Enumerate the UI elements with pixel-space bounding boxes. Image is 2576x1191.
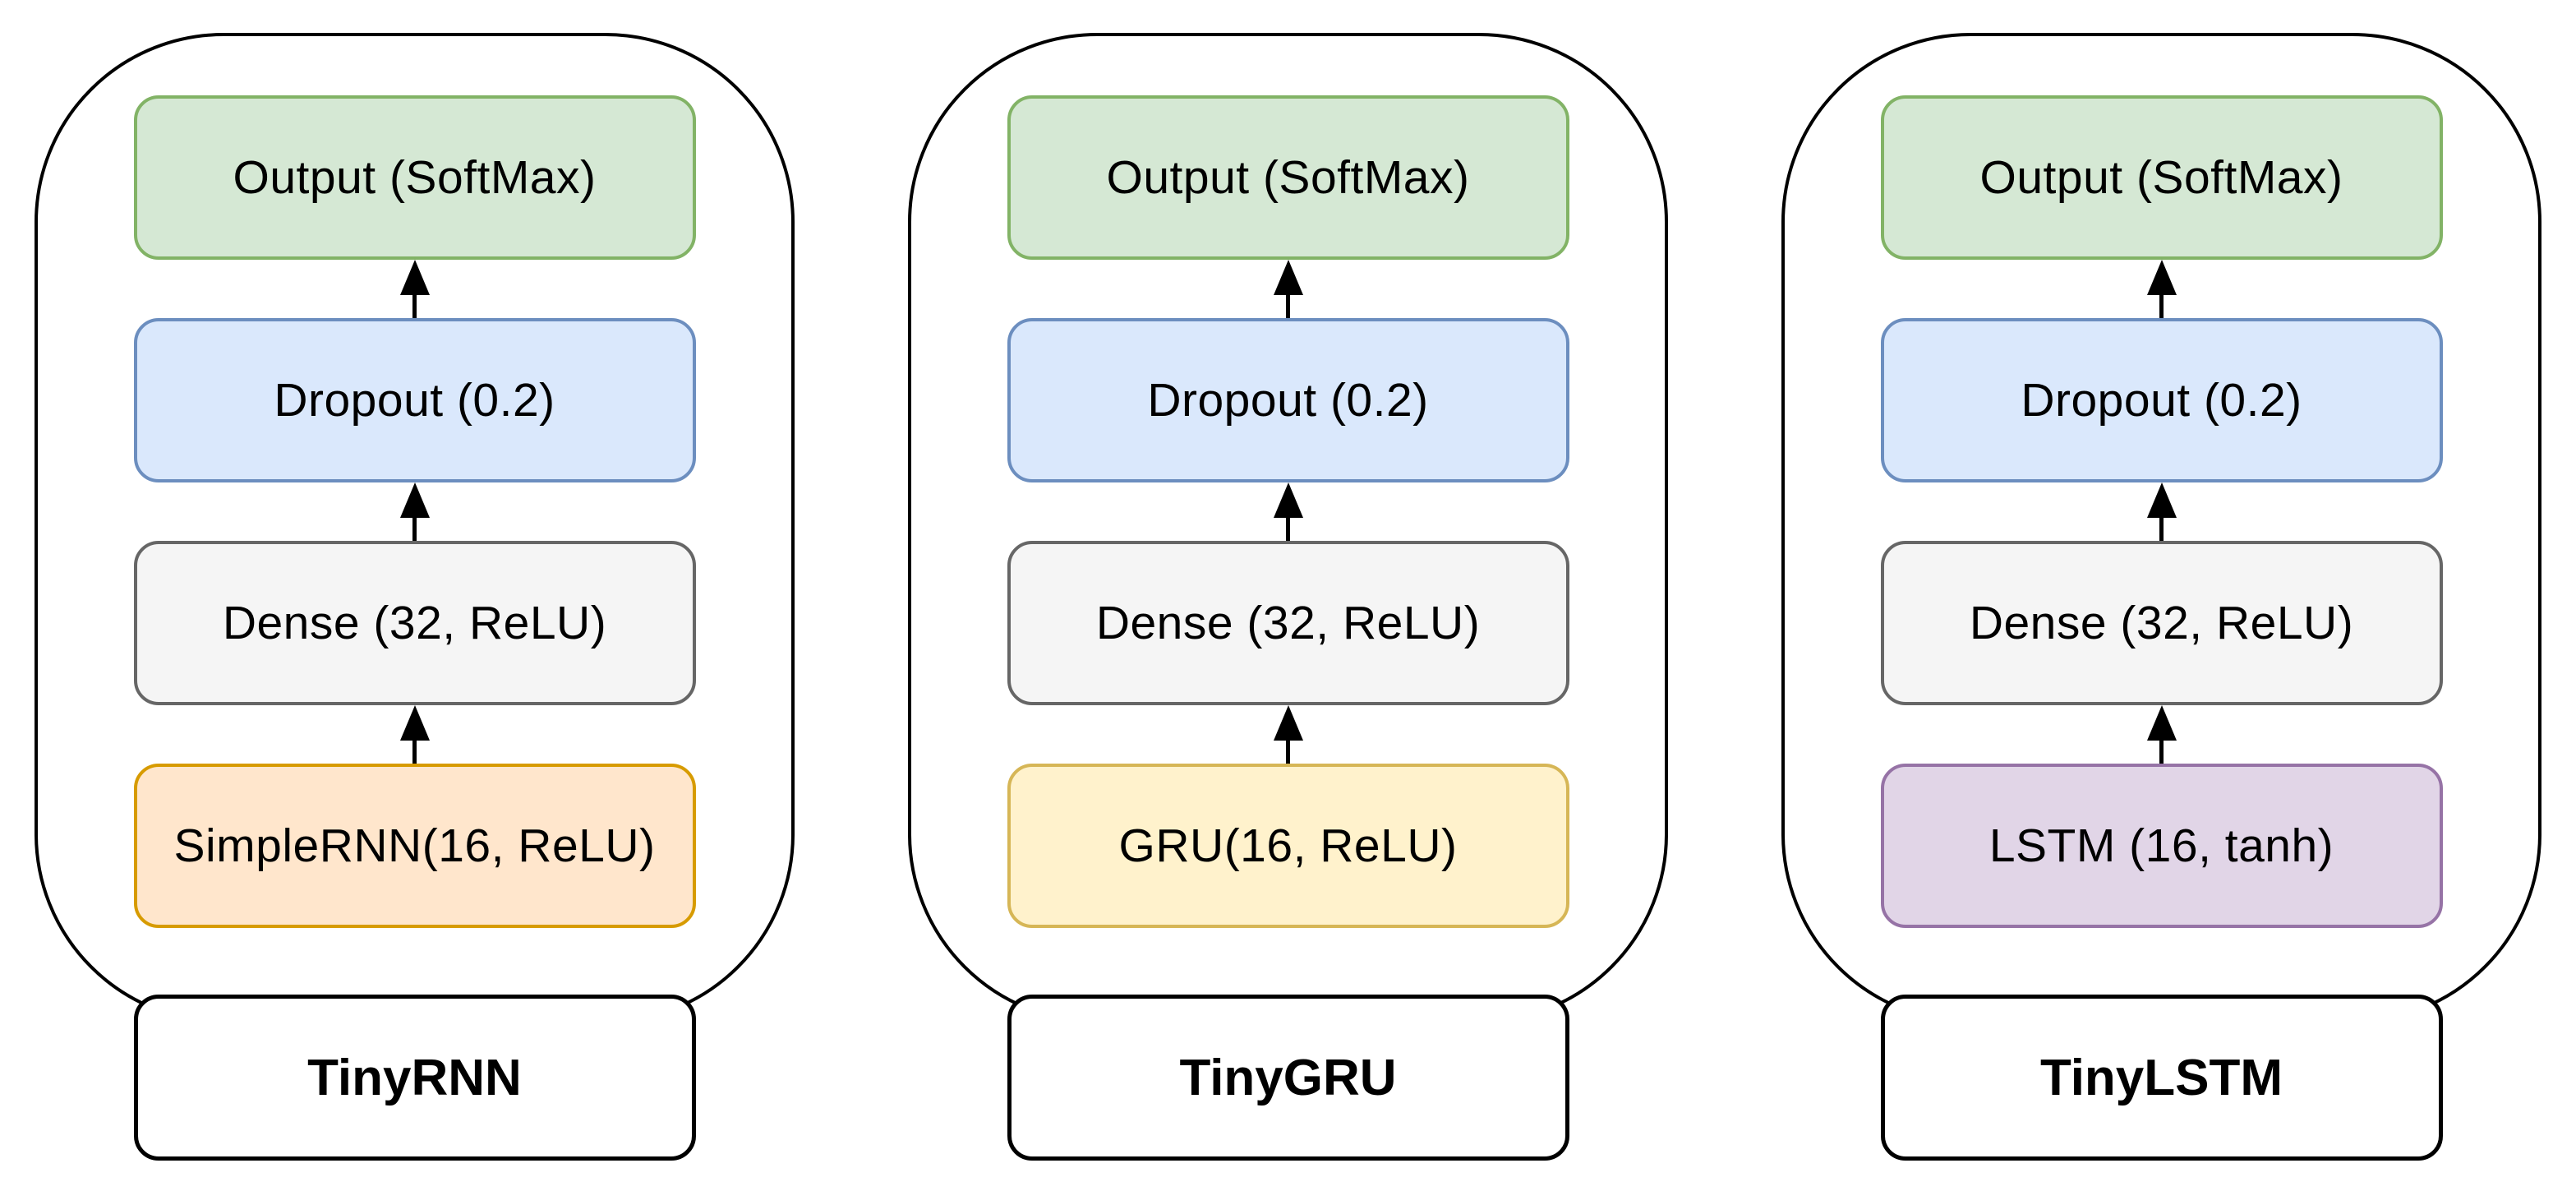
layer-label: Dropout (0.2) <box>2021 374 2302 427</box>
layer-label: LSTM (16, tanh) <box>1988 819 2334 872</box>
up-arrow-connector <box>1270 260 1306 318</box>
up-arrowhead-icon <box>2146 705 2177 741</box>
up-arrow-connector <box>2144 260 2180 318</box>
model-name-label: TinyRNN <box>307 1049 522 1106</box>
arrow-line <box>1286 518 1290 541</box>
up-arrow-connector <box>2144 482 2180 541</box>
up-arrow-connector <box>1270 482 1306 541</box>
model-column-tinygru: Output (SoftMax) Dropout (0.2) Dense (32… <box>908 33 1668 1191</box>
model-column-tinylstm: Output (SoftMax) Dropout (0.2) Dense (32… <box>1781 33 2541 1191</box>
layer-label: Output (SoftMax) <box>1979 151 2343 204</box>
model-column-tinyrnn: Output (SoftMax) Dropout (0.2) Dense (32… <box>35 33 795 1191</box>
layer-label: SimpleRNN(16, ReLU) <box>173 819 656 872</box>
arrow-line <box>1286 741 1290 764</box>
layer-dropout: Dropout (0.2) <box>1007 318 1569 482</box>
arrow-line <box>2159 518 2164 541</box>
layer-dense: Dense (32, ReLU) <box>1007 541 1569 705</box>
layer-dropout: Dropout (0.2) <box>133 318 696 482</box>
arrow-line <box>2159 741 2164 764</box>
model-name-label: TinyGRU <box>1179 1049 1397 1106</box>
arrow-line <box>412 295 417 318</box>
model-name-box-tinyrnn: TinyRNN <box>133 995 696 1161</box>
model-container-tinygru: Output (SoftMax) Dropout (0.2) Dense (32… <box>908 33 1668 1023</box>
layer-label: Output (SoftMax) <box>1106 151 1470 204</box>
layer-lstm: LSTM (16, tanh) <box>1880 764 2443 928</box>
up-arrowhead-icon <box>2146 482 2177 518</box>
layer-gru: GRU(16, ReLU) <box>1007 764 1569 928</box>
layer-output: Output (SoftMax) <box>1880 95 2443 260</box>
up-arrow-connector <box>397 482 433 541</box>
up-arrow-connector <box>2144 705 2180 764</box>
up-arrowhead-icon <box>399 705 430 741</box>
model-name-label: TinyLSTM <box>2039 1049 2283 1106</box>
layer-dense: Dense (32, ReLU) <box>133 541 696 705</box>
up-arrow-connector <box>397 260 433 318</box>
arrow-line <box>412 741 417 764</box>
arrow-line <box>2159 295 2164 318</box>
up-arrowhead-icon <box>1273 705 1303 741</box>
layer-simplernn: SimpleRNN(16, ReLU) <box>133 764 696 928</box>
up-arrow-connector <box>397 705 433 764</box>
layer-output: Output (SoftMax) <box>133 95 696 260</box>
model-container-tinyrnn: Output (SoftMax) Dropout (0.2) Dense (32… <box>35 33 795 1023</box>
layer-output: Output (SoftMax) <box>1007 95 1569 260</box>
layer-dense: Dense (32, ReLU) <box>1880 541 2443 705</box>
arrow-line <box>412 518 417 541</box>
up-arrowhead-icon <box>1273 482 1303 518</box>
up-arrowhead-icon <box>2146 260 2177 295</box>
up-arrow-connector <box>1270 705 1306 764</box>
layer-label: Dense (32, ReLU) <box>222 597 607 649</box>
model-name-box-tinygru: TinyGRU <box>1007 995 1569 1161</box>
model-name-box-tinylstm: TinyLSTM <box>1880 995 2443 1161</box>
layer-label: Dropout (0.2) <box>1147 374 1429 427</box>
layer-label: GRU(16, ReLU) <box>1118 819 1458 872</box>
arrow-line <box>1286 295 1290 318</box>
up-arrowhead-icon <box>1273 260 1303 295</box>
layer-label: Output (SoftMax) <box>233 151 597 204</box>
layer-label: Dense (32, ReLU) <box>1095 597 1481 649</box>
layer-label: Dropout (0.2) <box>274 374 555 427</box>
model-container-tinylstm: Output (SoftMax) Dropout (0.2) Dense (32… <box>1781 33 2541 1023</box>
up-arrowhead-icon <box>399 482 430 518</box>
layer-label: Dense (32, ReLU) <box>1969 597 2354 649</box>
layer-dropout: Dropout (0.2) <box>1880 318 2443 482</box>
up-arrowhead-icon <box>399 260 430 295</box>
